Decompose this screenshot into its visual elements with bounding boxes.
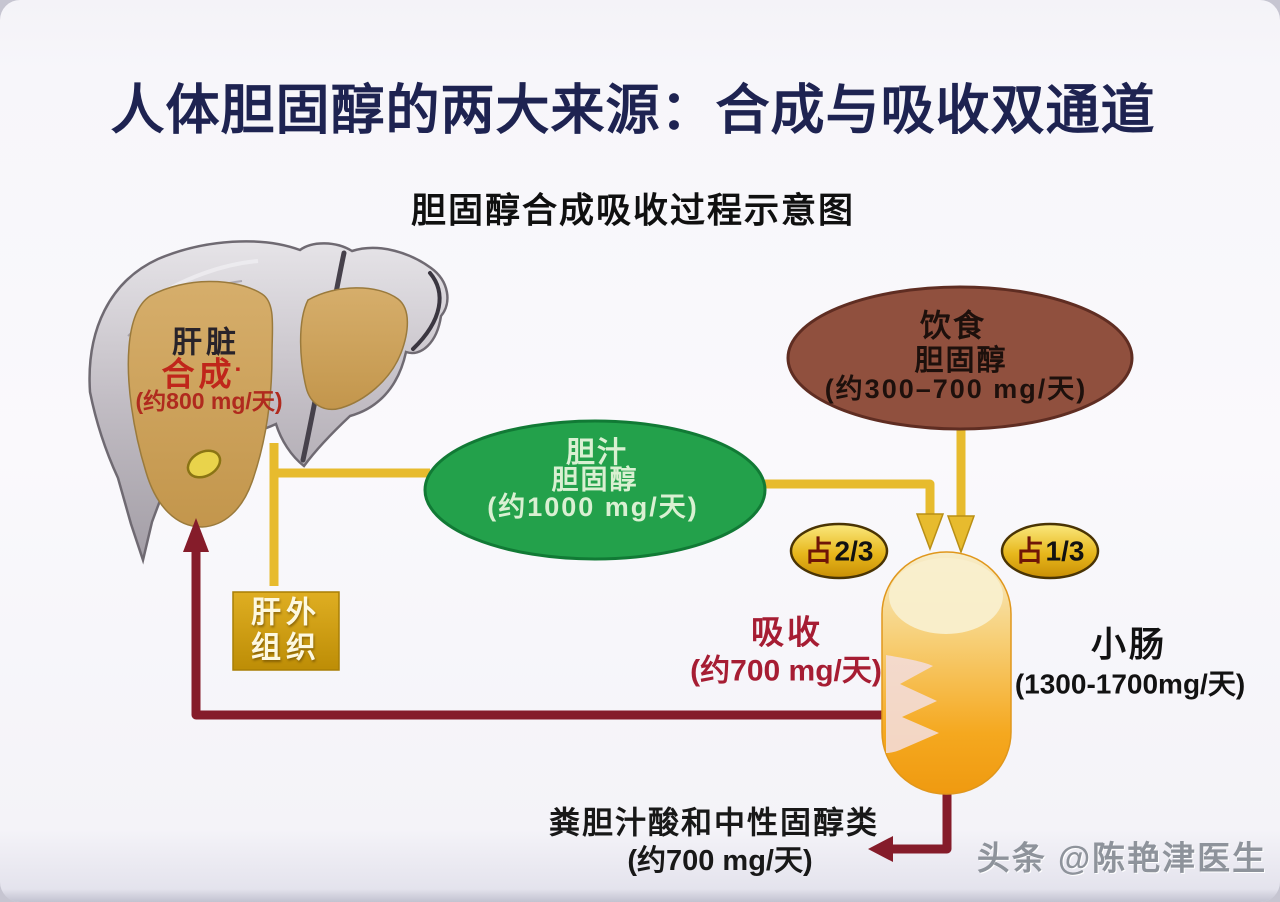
diet-to-intestine-arrowhead	[946, 515, 976, 555]
absorption-label: 吸收	[751, 613, 823, 651]
intestine-amount: (1300-1700mg/天)	[1014, 668, 1246, 700]
bile-share-prefix: 占	[804, 535, 833, 567]
liver-synthesis-footnote: ▪	[235, 360, 245, 377]
intestine-to-liver-arrowhead	[183, 518, 209, 552]
watermark: 头条 @陈艳津医生	[976, 839, 1268, 877]
bile-share-badge-shape	[789, 522, 889, 580]
absorption-amount: (约700 mg/天)	[690, 654, 882, 688]
bile-share-value: 2/3	[834, 535, 874, 567]
excretion-arrowhead	[868, 836, 893, 862]
liver-right-curl-line	[411, 271, 442, 351]
gallbladder-shape	[186, 449, 222, 479]
diet-amount: (约300–700 mg/天)	[824, 373, 1088, 404]
bile-flow-connectors	[269, 428, 966, 586]
intestine-to-excretion-line	[892, 790, 952, 854]
intestine-cylinder-top-highlight	[889, 558, 1003, 634]
excretion-amount: (约700 mg/天)	[627, 844, 813, 877]
liver-illustration	[88, 240, 449, 565]
liver-synthesis-amount: (约800 mg/天)	[135, 387, 283, 414]
liver-right-lobe	[299, 287, 409, 410]
liver-synthesis-text: 合成	[161, 355, 236, 393]
intestine-to-liver-line	[191, 550, 884, 720]
diet-label-line2: 胆固醇	[914, 344, 1008, 377]
liver-left-lobe	[127, 280, 274, 528]
excretion-label: 粪胆汁酸和中性固醇类	[549, 805, 879, 841]
extrahepatic-label-line2: 组织	[251, 631, 321, 665]
bottom-edge-shade	[0, 889, 1280, 902]
diet-share-value: 1/3	[1045, 535, 1085, 567]
liver-label: 肝脏	[172, 326, 240, 360]
intestine-illustration	[881, 551, 1012, 795]
diet-share-prefix: 占	[1015, 535, 1044, 567]
bile-ellipse	[423, 419, 767, 561]
diet-ellipse	[786, 285, 1134, 431]
bile-label-line2: 胆固醇	[551, 464, 639, 495]
bile-to-intestine-arrowhead	[915, 513, 945, 552]
page-title: 人体胆固醇的两大来源：合成与吸收双通道	[110, 80, 1156, 141]
extrahepatic-label-line1: 肝外	[251, 596, 321, 630]
bile-to-intestine-line	[762, 479, 935, 516]
liver-synthesis-label: 合成▪	[161, 355, 245, 393]
extrahepatic-box	[232, 591, 340, 671]
diagram-subtitle: 胆固醇合成吸收过程示意图	[410, 191, 856, 231]
bile-label-line1: 胆汁	[565, 436, 629, 469]
diet-share-badge: 占1/3	[1016, 536, 1085, 565]
bile-share-badge: 占2/3	[805, 536, 874, 565]
intestine-villi-shape	[886, 655, 939, 753]
bile-amount: (约1000 mg/天)	[487, 491, 699, 522]
intestine-label: 小肠	[1090, 625, 1168, 665]
diet-label-line1: 饮食	[920, 308, 986, 344]
diet-share-badge-shape	[1000, 522, 1100, 580]
